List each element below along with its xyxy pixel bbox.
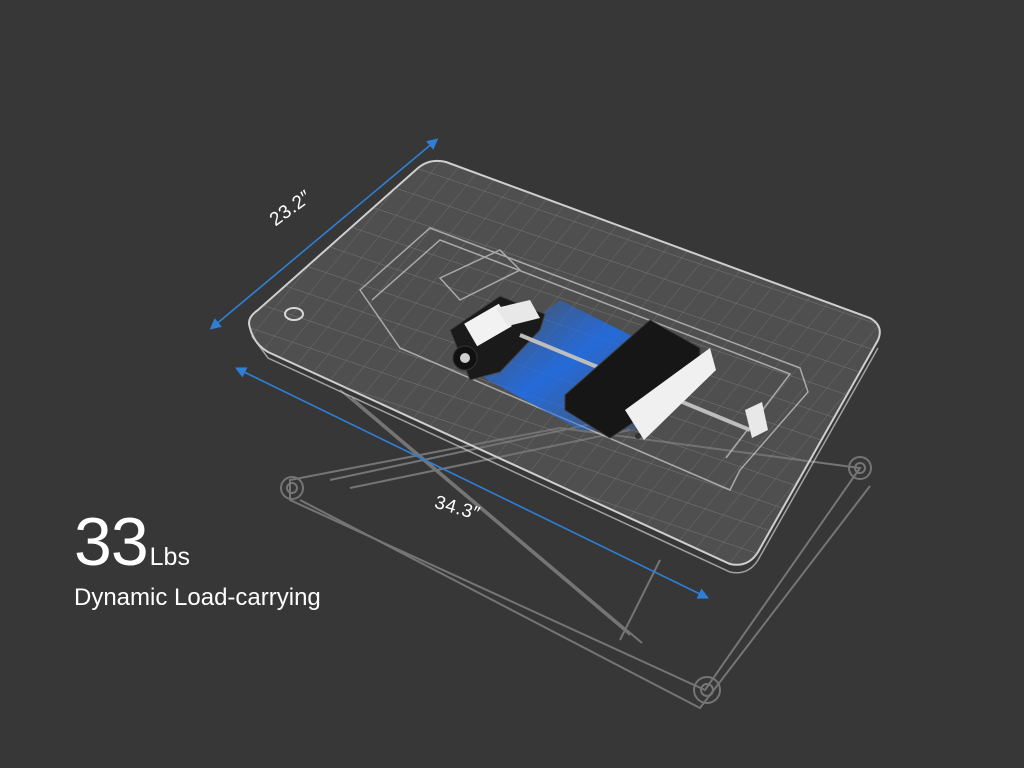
width-dimension-arrow: [234, 367, 710, 599]
load-caption: Dynamic Load-carrying: [74, 584, 321, 611]
load-value: 33: [74, 504, 149, 580]
depth-dimension-arrow: [209, 138, 439, 330]
load-unit: Lbs: [149, 543, 190, 571]
load-spec: 33Lbs Dynamic Load-carrying: [74, 508, 321, 612]
